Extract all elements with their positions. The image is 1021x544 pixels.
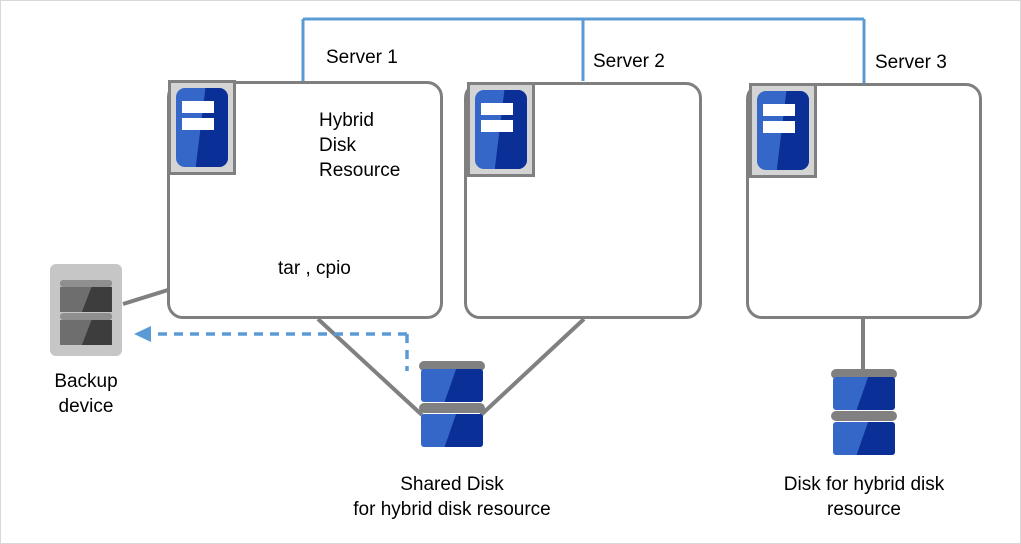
disk-platter — [421, 369, 483, 402]
disk-band — [419, 403, 485, 413]
server-slot-bar — [481, 103, 514, 116]
server-tower-icon-2 — [467, 82, 535, 177]
disk-platter — [421, 414, 483, 447]
backup-device-icon — [50, 264, 122, 356]
hybrid-disk-icon — [831, 369, 897, 467]
server-slot-bar — [182, 118, 215, 131]
server-chassis — [757, 91, 809, 170]
server-slot-bar — [763, 104, 796, 117]
backup-platter — [60, 320, 112, 345]
disk-platter — [833, 377, 895, 410]
server-tower-icon-3 — [749, 83, 817, 178]
shared-disk-icon — [419, 361, 485, 459]
backup-platter — [60, 287, 112, 312]
server-slot-bar — [763, 121, 796, 134]
server-label-2: Server 2 — [593, 51, 665, 72]
server-label-3: Server 3 — [875, 52, 947, 73]
server-slot-bar — [182, 101, 215, 114]
server-chassis — [176, 88, 228, 167]
shared-disk-caption: Shared Disk for hybrid disk resource — [353, 474, 551, 520]
disk-band — [419, 361, 485, 371]
backup-band — [60, 313, 112, 320]
backup-flow-arrow — [134, 326, 409, 371]
backup-device-caption: Backup device — [54, 371, 118, 417]
server-chassis — [475, 90, 527, 169]
hybrid-disk-resource-label: Hybrid Disk Resource — [319, 110, 401, 181]
disk-platter — [833, 422, 895, 455]
backup-band — [60, 280, 112, 287]
server-slot-bar — [481, 120, 514, 133]
server-tower-icon-1 — [168, 80, 236, 175]
server-label-1: Server 1 — [326, 47, 398, 68]
disk-band — [831, 369, 897, 379]
network-bus — [301, 17, 866, 83]
server-box-1[interactable] — [167, 81, 443, 319]
disk-band — [831, 411, 897, 421]
hybrid-disk-caption: Disk for hybrid disk resource — [783, 474, 945, 520]
tar-cpio-label: tar , cpio — [278, 258, 351, 279]
